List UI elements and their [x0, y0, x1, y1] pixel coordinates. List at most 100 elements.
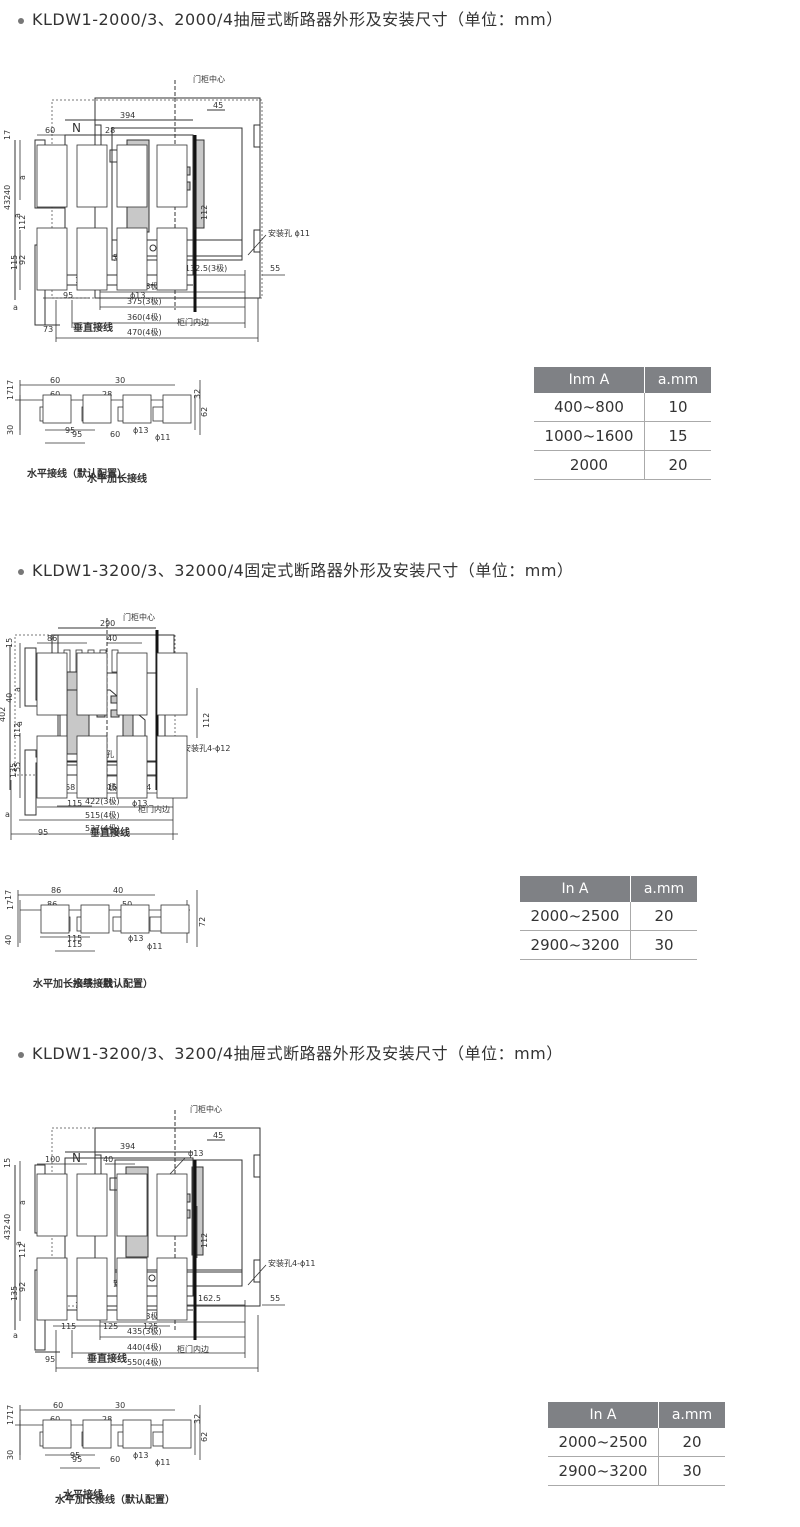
- section-title-text: KLDW1-2000/3、2000/4抽屉式断路器外形及安装尺寸（单位：mm）: [32, 10, 563, 29]
- dim-label: ϕ11: [147, 942, 162, 951]
- dim-label: 17: [4, 890, 13, 900]
- dim-label: 435(3极): [127, 1326, 162, 1336]
- table-cell: 2000~2500: [520, 902, 631, 931]
- dim-label: 470(4极): [127, 327, 162, 337]
- dim-label: ϕ13: [132, 799, 147, 808]
- dim-label: 92: [18, 255, 27, 265]
- dim-label: 86: [47, 634, 57, 643]
- dim-label: 95: [63, 291, 73, 300]
- dim-label: 394: [120, 1142, 135, 1151]
- center-label: 门柜中心: [190, 1104, 222, 1114]
- dim-label: 162.5: [198, 1294, 221, 1303]
- dim-label: 86: [51, 886, 61, 895]
- dim-label: 60: [53, 1401, 63, 1410]
- dim-label: 432: [3, 195, 12, 210]
- dim-label: 15: [5, 638, 14, 648]
- section-3-vertical-wiring: 100 40 ϕ13 15 40 a 112 135 115 125 125 垂…: [3, 1149, 209, 1365]
- table-cell: 20: [630, 902, 697, 931]
- dim-label: 515(4极): [85, 810, 120, 820]
- dim-label: 30: [115, 1401, 125, 1410]
- dim-label: a: [13, 303, 18, 312]
- dim-label: 45: [213, 101, 223, 110]
- door-label: 柜门内边: [138, 804, 170, 814]
- dim-label: 95: [72, 430, 82, 439]
- dim-label: 40: [107, 634, 117, 643]
- table-header: a.mm: [630, 876, 697, 902]
- dim-label: 40: [113, 886, 123, 895]
- dim-label: 92: [18, 1282, 27, 1292]
- section-3-title: KLDW1-3200/3、3200/4抽屉式断路器外形及安装尺寸（单位：mm）: [18, 1040, 563, 1064]
- dim-label: ϕ13: [188, 1149, 203, 1158]
- section-2-extended-wiring: 86 40 17 40 72 115 ϕ11 水平加长接线（默认配置）: [4, 886, 207, 990]
- dim-label: ϕ13: [130, 291, 145, 300]
- dim-label: a: [18, 1200, 27, 1205]
- table-header: In A: [520, 876, 631, 902]
- dim-label: 115: [67, 799, 82, 808]
- dim-label: 132.5(3极): [185, 263, 227, 273]
- table-cell: 30: [630, 930, 697, 960]
- dim-label: a: [13, 687, 22, 692]
- table-cell: 2000: [534, 450, 645, 480]
- hole-label: 安装孔 ϕ11: [268, 228, 310, 238]
- dim-label: 50: [122, 900, 132, 909]
- section-2-vertical-wiring: 86 40 15 40 a 112 135 115 ϕ13 垂直接线: [5, 634, 211, 839]
- section-3-extended-wiring: 60 30 17 30 62 95 60 ϕ11 水平加长接线（默认配置）: [6, 1401, 209, 1506]
- dim-label: 422(3极): [85, 796, 120, 806]
- table-cell: 20: [658, 1428, 725, 1457]
- dim-label: 60: [50, 1415, 60, 1424]
- dim-label: 115: [67, 940, 82, 949]
- dim-label: 86: [47, 900, 57, 909]
- dim-label: 95: [72, 1455, 82, 1464]
- dim-label: ϕ11: [155, 1458, 170, 1467]
- bullet-icon: [18, 17, 24, 24]
- dim-label: 95: [65, 426, 75, 435]
- dim-label: 40: [103, 1155, 113, 1164]
- dim-label: 60: [50, 376, 60, 385]
- dim-label: ϕ13: [133, 1451, 148, 1460]
- dim-label: 150: [107, 783, 122, 792]
- dim-label: 550(4极): [127, 1357, 162, 1367]
- dim-label: 17: [6, 1405, 15, 1415]
- table-cell: 10: [644, 393, 711, 422]
- table-cell: 2000~2500: [548, 1428, 659, 1457]
- caption: 水平接线: [72, 977, 113, 990]
- center-label: 门柜中心: [123, 612, 155, 622]
- dim-label: 40: [3, 185, 12, 195]
- dim-label: 17: [3, 130, 12, 140]
- dim-label: 100: [45, 1155, 60, 1164]
- table-header: a.mm: [658, 1402, 725, 1428]
- dim-label: a: [14, 1241, 23, 1246]
- section-1-title: KLDW1-2000/3、2000/4抽屉式断路器外形及安装尺寸（单位：mm）: [18, 6, 563, 30]
- caption: 水平加长接线: [86, 472, 147, 485]
- dim-label: 73: [43, 325, 53, 334]
- dim-label: 17: [6, 380, 15, 390]
- dim-label: 28: [102, 1415, 112, 1424]
- dim-label: 60: [45, 126, 55, 135]
- dim-label: 112: [200, 1233, 209, 1248]
- dim-label: 32: [193, 1414, 202, 1424]
- dim-label: 40: [5, 693, 14, 703]
- table-cell: 1000~1600: [534, 421, 645, 451]
- hole-label: 安装孔4-ϕ12: [183, 743, 230, 753]
- caption: 水平加长接线（默认配置）: [32, 977, 153, 990]
- caption: 垂直接线: [87, 1352, 127, 1365]
- dim-label: 125: [143, 1322, 158, 1331]
- dim-label: 62: [200, 407, 209, 417]
- dim-label: 95: [38, 828, 48, 837]
- dim-label: 112: [18, 1243, 27, 1258]
- table-cell: 400~800: [534, 393, 645, 422]
- hole-label: 安装孔4-ϕ11: [268, 1258, 315, 1268]
- section-1-vertical-wiring: 60 28 17 40 a 112 115 95 ϕ13 垂直接线: [3, 126, 209, 334]
- dim-label: 60: [110, 430, 120, 439]
- dim-label: 135: [10, 1286, 19, 1301]
- dim-label: 375(3极): [127, 296, 162, 306]
- dim-label: 537(4极): [85, 823, 120, 833]
- bullet-icon: [18, 1051, 24, 1058]
- dim-label: 115: [61, 1322, 76, 1331]
- dim-label: 95: [45, 1355, 55, 1364]
- dim-label: 360(4极): [127, 312, 162, 322]
